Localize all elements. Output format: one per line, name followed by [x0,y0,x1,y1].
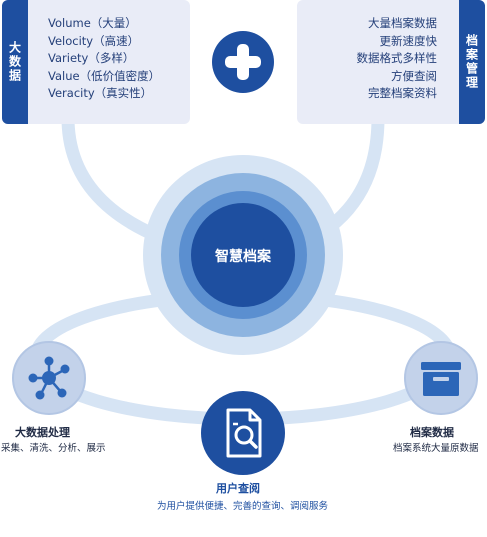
center-core [191,203,295,307]
archive-management-item: 大量档案数据 [368,16,437,30]
plus-icon [212,31,274,93]
big-data-item: Value（低价值密度） [48,68,161,83]
archive-management-item: 方便查阅 [391,68,437,83]
user-query-title: 用户查阅 [216,482,260,495]
big-data-processing-title: 大数据处理 [15,426,70,439]
archive-management-item: 更新速度快 [379,33,438,48]
archive-box-icon [404,341,478,415]
big-data-panel [2,0,190,124]
smart-archive-label: 智慧档案 [215,249,271,265]
big-data-item: Volume（大量） [48,16,137,30]
big-data-list: Volume（大量） Velocity（高速） Variety（多样） Valu… [48,15,160,103]
user-query-subtitle: 为用户提供便捷、完善的查询、调阅服务 [157,501,329,512]
big-data-processing-subtitle: 采集、清洗、分析、展示 [1,443,106,454]
archive-management-item: 完整档案资料 [368,86,437,100]
big-data-tab-label: 大数据 [7,41,22,83]
archive-management-tab-label: 档案管理 [464,34,479,90]
document-search-icon [201,391,285,475]
network-icon [12,341,86,415]
archive-management-list: 大量档案数据 更新速度快 数据格式多样性 方便查阅 完整档案资料 [357,15,438,103]
big-data-tab: 大数据 [2,0,28,124]
archive-management-item: 数据格式多样性 [356,51,438,65]
archive-data-subtitle: 档案系统大量原数据 [393,443,479,454]
archive-management-panel [297,0,485,124]
big-data-item: Velocity（高速） [48,33,140,48]
archive-management-tab: 档案管理 [459,0,485,124]
big-data-item: Variety（多样） [48,51,135,65]
archive-data-title: 档案数据 [410,426,454,439]
big-data-item: Veracity（真实性） [48,86,153,100]
